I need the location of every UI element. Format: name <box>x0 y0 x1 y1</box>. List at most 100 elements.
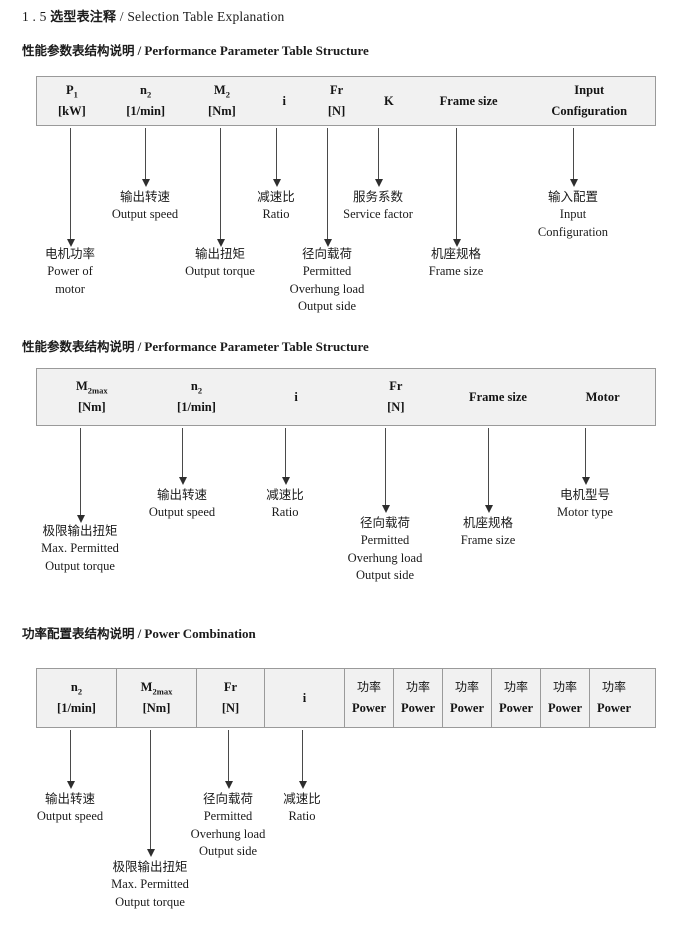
label-overhung-load-2-en2: Overhung load <box>347 550 423 565</box>
table3-col-m2max: M2max [Nm] <box>116 669 196 727</box>
arrow-to-output-speed-2 <box>178 428 187 485</box>
table2-col-n2-subscript: 2 <box>197 385 203 396</box>
page-title: 1 . 5 选型表注释 / Selection Table Explanatio… <box>22 6 285 25</box>
table3-col-power-1: 功率 Power <box>344 669 393 727</box>
table1-col-input-configuration-line1: Input <box>574 83 605 98</box>
label-overhung-load-2: 径向载荷 Permitted Overhung load Output side <box>348 514 423 585</box>
section-3-heading-en: Power Combination <box>144 626 256 641</box>
table2-col-m2max-unit: [Nm] <box>77 400 106 415</box>
table3-col-n2-symbol: n <box>70 679 78 694</box>
label-max-permitted-output-torque-2-cn: 极限输出扭矩 <box>42 523 118 538</box>
table3-col-power-4-cn: 功率 <box>503 679 528 694</box>
label-max-permitted-output-torque-2-en2: Output torque <box>45 558 115 573</box>
table3-col-power-6-cn: 功率 <box>601 679 626 694</box>
label-overhung-load-3-cn: 径向载荷 <box>202 791 254 806</box>
table3-col-power-3-en: Power <box>449 700 484 715</box>
arrow-to-service-factor <box>374 128 383 187</box>
label-output-torque: 输出扭矩 Output torque <box>185 245 255 281</box>
label-frame-size-2-en: Frame size <box>460 532 516 547</box>
table3-col-power-6-en: Power <box>596 700 631 715</box>
label-input-configuration-cn: 输入配置 <box>547 189 599 204</box>
label-max-permitted-output-torque-3-cn: 极限输出扭矩 <box>112 859 188 874</box>
arrow-to-ratio-2 <box>281 428 290 485</box>
table1-col-frame-size-label: Frame size <box>439 93 498 108</box>
table3-col-m2max-subscript: 2max <box>152 686 173 697</box>
table3-col-power-2-en: Power <box>400 700 435 715</box>
label-max-permitted-output-torque-2: 极限输出扭矩 Max. Permitted Output torque <box>41 522 119 575</box>
table1-col-input-configuration: Input Configuration <box>523 77 655 125</box>
label-output-torque-en: Output torque <box>185 263 255 278</box>
table1-col-fr: Fr [N] <box>309 77 364 125</box>
arrow-to-ratio-3 <box>298 730 307 789</box>
table2-col-m2max-symbol: M <box>75 378 88 393</box>
label-max-permitted-output-torque-3-en2: Output torque <box>115 894 185 909</box>
page-title-number: 1 . 5 <box>22 9 47 24</box>
label-output-speed-3-en: Output speed <box>36 808 104 823</box>
performance-parameter-table-1: P1 [kW] n2 [1/min] M2 [Nm] i Fr [N] K Fr… <box>36 76 656 126</box>
table1-col-fr-unit: [N] <box>327 104 346 118</box>
table2-col-i: i <box>246 369 346 425</box>
table3-col-power-4-en: Power <box>498 700 533 715</box>
label-output-speed-2: 输出转速 Output speed <box>149 486 215 522</box>
table1-col-m2-subscript: 2 <box>225 89 230 100</box>
label-ratio-1-cn: 减速比 <box>257 189 295 204</box>
section-3-heading-separator: / <box>137 626 142 641</box>
table1-col-n2-symbol: n <box>140 82 147 97</box>
table3-col-power-3: 功率 Power <box>442 669 491 727</box>
table2-col-fr-unit: [N] <box>387 400 405 414</box>
section-2-heading-cn: 性能参数表结构说明 <box>22 339 135 354</box>
label-frame-size-1-en: Frame size <box>428 263 484 278</box>
performance-parameter-table-2: M2max [Nm] n2 [1/min] i Fr [N] Frame siz… <box>36 368 656 426</box>
label-ratio-1-en: Ratio <box>262 206 290 221</box>
section-1-heading-separator: / <box>137 43 142 58</box>
table2-col-i-symbol: i <box>294 389 298 404</box>
label-overhung-load-3-en2: Overhung load <box>190 826 266 841</box>
table2-col-motor-label: Motor <box>585 389 620 404</box>
label-service-factor-en: Service factor <box>343 206 413 221</box>
arrow-to-output-torque <box>216 128 225 247</box>
label-power-of-motor-en1: Power of <box>47 263 93 278</box>
label-max-permitted-output-torque-3: 极限输出扭矩 Max. Permitted Output torque <box>111 858 189 911</box>
label-motor-type-cn: 电机型号 <box>559 487 610 502</box>
label-overhung-load-1-en2: Overhung load <box>289 281 365 296</box>
section-1-heading-cn: 性能参数表结构说明 <box>22 43 135 58</box>
arrow-to-input-configuration <box>569 128 578 187</box>
table3-col-power-2-cn: 功率 <box>405 679 430 694</box>
label-overhung-load-1-en3: Output side <box>298 299 356 314</box>
section-2-heading: 性能参数表结构说明 / Performance Parameter Table … <box>22 336 369 355</box>
label-output-speed-1-cn: 输出转速 <box>119 189 170 204</box>
table3-col-power-5: 功率 Power <box>540 669 589 727</box>
arrow-to-max-permitted-output-torque-3 <box>146 730 155 857</box>
table3-col-fr-unit: [N] <box>221 701 240 715</box>
table1-col-n2-unit: [1/min] <box>126 104 166 119</box>
label-output-speed-1: 输出转速 Output speed <box>112 188 178 224</box>
label-overhung-load-2-en1: Permitted <box>360 532 410 547</box>
label-motor-type-en: Motor type <box>557 504 613 519</box>
table3-col-power-6: 功率 Power <box>589 669 638 727</box>
section-1-heading: 性能参数表结构说明 / Performance Parameter Table … <box>22 40 369 59</box>
table2-col-n2: n2 [1/min] <box>147 369 247 425</box>
page-title-en: Selection Table Explanation <box>127 9 285 24</box>
section-2-heading-separator: / <box>137 339 142 354</box>
arrow-to-permitted-overhung-load-3 <box>224 730 233 789</box>
label-output-speed-2-en: Output speed <box>148 504 216 519</box>
page-title-cn: 选型表注释 <box>50 10 117 25</box>
section-3-heading: 功率配置表结构说明 / Power Combination <box>22 623 256 642</box>
table3-col-i-symbol: i <box>302 690 307 705</box>
table3-col-power-4: 功率 Power <box>491 669 540 727</box>
label-service-factor: 服务系数 Service factor <box>343 188 413 224</box>
arrow-to-frame-size-2 <box>484 428 493 513</box>
table3-col-m2max-symbol: M <box>140 679 153 694</box>
label-ratio-2-cn: 减速比 <box>266 487 304 502</box>
label-ratio-3-en: Ratio <box>288 808 316 823</box>
label-overhung-load-3-en1: Permitted <box>203 808 253 823</box>
arrow-to-frame-size <box>452 128 461 247</box>
section-1-heading-en: Performance Parameter Table Structure <box>144 43 369 58</box>
table1-col-n2-subscript: 2 <box>147 89 152 100</box>
label-service-factor-cn: 服务系数 <box>352 189 404 204</box>
label-frame-size-2-cn: 机座规格 <box>462 515 513 530</box>
power-combination-table: n2 [1/min] M2max [Nm] Fr [N] i 功率 Power … <box>36 668 656 728</box>
label-output-speed-3-cn: 输出转速 <box>44 791 95 806</box>
table2-col-fr-symbol: Fr <box>389 379 403 394</box>
label-overhung-load-3: 径向载荷 Permitted Overhung load Output side <box>191 790 266 861</box>
